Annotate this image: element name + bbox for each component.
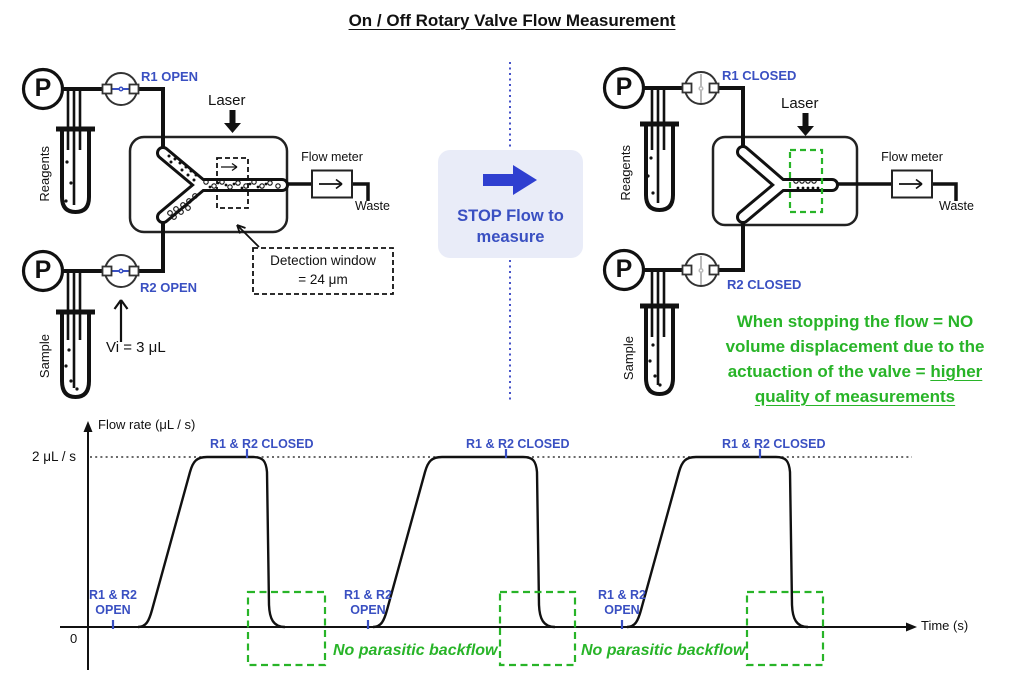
sample-tube-icon bbox=[640, 303, 679, 397]
origin-label: 0 bbox=[70, 631, 78, 646]
dip-tubes bbox=[66, 91, 82, 388]
x-axis-arrow-icon bbox=[906, 622, 917, 632]
right-diagram bbox=[602, 66, 958, 397]
backflow-annotation: No parasitic backflow bbox=[333, 642, 498, 659]
detection-window-box bbox=[216, 157, 249, 209]
reagents-label: Reagents bbox=[37, 146, 52, 202]
sample-label: Sample bbox=[37, 334, 52, 379]
rotary-valve-open-icon bbox=[101, 72, 140, 106]
pump-icon bbox=[602, 66, 646, 110]
flow-level-label: 2 μL / s bbox=[32, 449, 77, 464]
x-axis-label: Time (s) bbox=[921, 618, 969, 633]
figure-title: On / Off Rotary Valve Flow Measurement bbox=[348, 11, 676, 30]
y-axis-label: Flow rate (μL / s) bbox=[98, 417, 196, 432]
sample-tube-icon bbox=[56, 309, 95, 400]
bubbles-lower-arm bbox=[167, 193, 198, 220]
laser-label: Laser bbox=[781, 95, 819, 112]
event-tick-marks bbox=[111, 449, 762, 629]
outlet-lines bbox=[833, 182, 958, 201]
no-backflow-box bbox=[745, 590, 825, 667]
closed-annotation: R1 & R2 CLOSED bbox=[210, 437, 314, 451]
pump-label: P bbox=[615, 73, 633, 101]
laser-label: Laser bbox=[208, 92, 246, 109]
injection-arrow-icon bbox=[113, 299, 129, 342]
mixed-particles-main-channel bbox=[203, 179, 281, 190]
rotary-valve-closed-icon bbox=[681, 253, 720, 287]
y-axis-arrow-icon bbox=[83, 421, 93, 432]
valve-r1-state-label: R1 CLOSED bbox=[722, 68, 797, 83]
injection-volume-label: Vi = 3 μL bbox=[106, 339, 166, 356]
no-backflow-box bbox=[246, 590, 327, 667]
laser-arrow-icon bbox=[797, 113, 814, 136]
pointer-arrow-icon bbox=[236, 224, 260, 248]
pump-icon bbox=[602, 248, 646, 292]
tubing-lines bbox=[643, 86, 745, 272]
flow-meter-label: Flow meter bbox=[881, 150, 943, 164]
flow-rate-graph bbox=[60, 421, 917, 670]
closed-annotation: R1 & R2 CLOSED bbox=[466, 437, 570, 451]
flow-pulse-2 bbox=[372, 455, 556, 629]
rotary-valve-closed-icon bbox=[681, 71, 720, 105]
particles-upper-arm bbox=[167, 154, 198, 182]
backflow-annotation: No parasitic backflow bbox=[581, 642, 746, 659]
flow-meter-icon bbox=[891, 169, 933, 199]
y-junction-channel bbox=[156, 146, 289, 224]
sample-label: Sample bbox=[621, 336, 636, 381]
reagents-label: Reagents bbox=[618, 145, 633, 201]
valve-r1-state-label: R1 OPEN bbox=[141, 69, 199, 84]
detection-label-box bbox=[252, 247, 394, 295]
reagents-tube-icon bbox=[56, 126, 95, 215]
pump-icon bbox=[21, 67, 65, 111]
pump-label: P bbox=[34, 74, 52, 102]
valve-r2-state-label: R2 CLOSED bbox=[727, 277, 802, 292]
flow-pulse-1 bbox=[137, 455, 286, 629]
dip-tubes bbox=[650, 90, 666, 385]
waste-label: Waste bbox=[355, 199, 390, 213]
left-diagram bbox=[21, 67, 394, 400]
flow-pulse-3 bbox=[626, 455, 809, 629]
quality-note: When stopping the flow = NO volume displ… bbox=[725, 312, 985, 406]
detection-window-label: Detection window = 24 μm bbox=[270, 253, 376, 287]
y-junction-channel bbox=[736, 145, 839, 224]
pump-label: P bbox=[34, 256, 52, 284]
tubing-lines bbox=[62, 87, 165, 273]
stop-flow-callout: STOP Flow to measure bbox=[438, 150, 583, 258]
no-backflow-box bbox=[498, 590, 577, 667]
stopped-particles bbox=[793, 178, 820, 190]
detection-window-box-green bbox=[788, 148, 824, 214]
closed-annotation: R1 & R2 CLOSED bbox=[722, 437, 826, 451]
laser-arrow-icon bbox=[224, 110, 241, 133]
stop-flow-text: STOP Flow to measure bbox=[457, 207, 564, 246]
valve-r2-state-label: R2 OPEN bbox=[140, 280, 198, 295]
flow-meter-label: Flow meter bbox=[301, 150, 363, 164]
reagents-tube-icon bbox=[640, 121, 679, 213]
pump-label: P bbox=[615, 255, 633, 283]
waste-label: Waste bbox=[939, 199, 974, 213]
rotary-valve-open-icon bbox=[101, 254, 140, 288]
flow-direction-arrow-icon bbox=[221, 162, 238, 172]
pump-icon bbox=[21, 249, 65, 293]
stop-arrow-icon bbox=[482, 165, 537, 195]
flow-meter-icon bbox=[311, 169, 353, 199]
